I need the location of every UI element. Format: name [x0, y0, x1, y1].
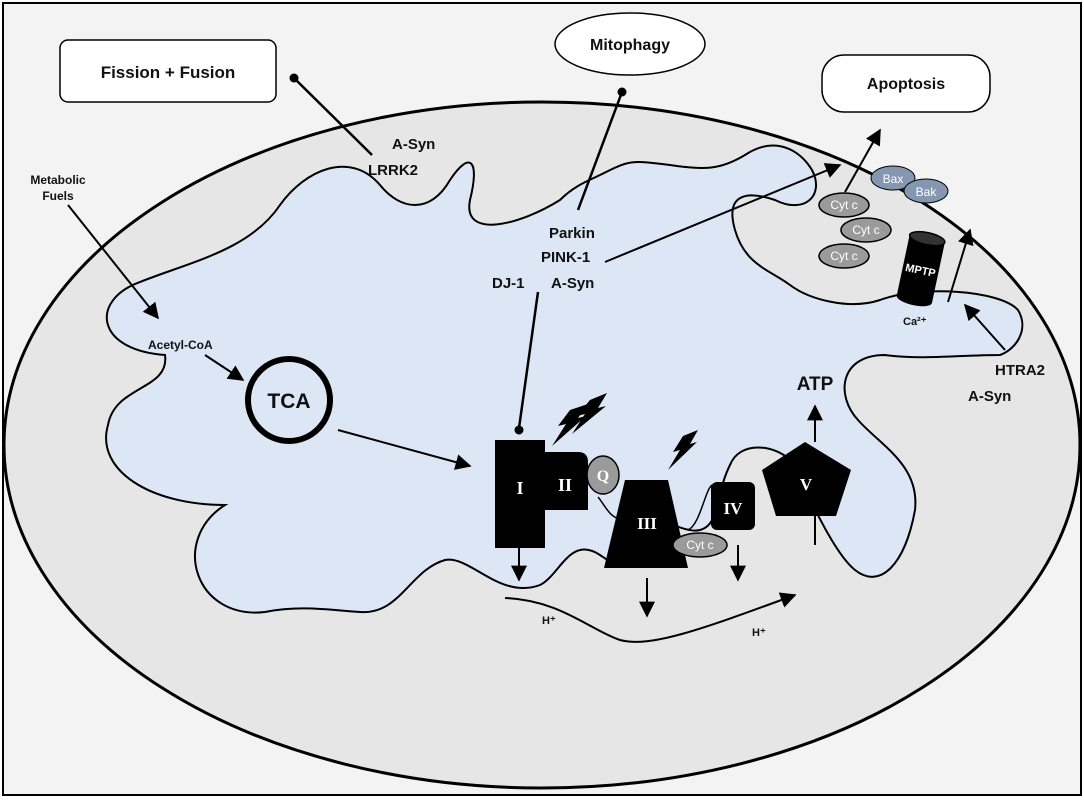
mitophagy-connector [576, 87, 627, 211]
cyt-c-2: Cyt c [840, 217, 892, 243]
mptp-pore: MPTP [896, 230, 946, 307]
proton-gradient-arrow [504, 592, 797, 643]
mitophagy-box: Mitophagy [554, 12, 706, 76]
etc-membrane-line-2 [687, 484, 713, 531]
parkin-label: Parkin [549, 225, 595, 242]
a-syn-top-label: A-Syn [392, 136, 435, 153]
complex-v-label: V [800, 475, 813, 494]
htra2-arrow [963, 303, 1006, 351]
apoptosis-box: Apoptosis [821, 54, 991, 113]
cytc-apoptosis-arrow [844, 128, 881, 193]
tca-cycle: TCA [245, 356, 333, 444]
atp-label: ATP [797, 374, 834, 395]
h-plus-left-label: H⁺ [542, 615, 556, 627]
bak-protein: Bak [903, 178, 949, 204]
fission-fusion-label: Fission + Fusion [101, 63, 236, 82]
complex-ii-label: II [558, 475, 572, 495]
bax-protein: Bax [870, 165, 916, 191]
h-plus-right-label: H⁺ [752, 627, 766, 639]
a-syn-right-label: A-Syn [968, 388, 1011, 405]
dj1-label: DJ-1 [492, 275, 525, 292]
a-syn-mid-label: A-Syn [551, 275, 594, 292]
coenzyme-q-label: Q [597, 468, 609, 485]
complex-iv: IV [711, 482, 755, 530]
mptp-out-arrow [947, 228, 974, 303]
cyt-c-3-label: Cyt c [830, 249, 857, 263]
ros-lightning-icon-3 [668, 430, 698, 470]
bak-label: Bak [916, 185, 938, 199]
complex-i-label: I [516, 478, 523, 498]
cyt-c-1-label: Cyt c [830, 198, 857, 212]
fission-fusion-box: Fission + Fusion [59, 39, 277, 103]
cyt-c-etc-label: Cyt c [686, 538, 713, 552]
complex-iii: III [604, 480, 688, 568]
acetyl-coa-label: Acetyl-CoA [148, 338, 213, 352]
cyt-c-3: Cyt c [818, 243, 870, 269]
metabolic-fuels-label-2: Fuels [42, 189, 74, 203]
fission-connector [289, 73, 373, 156]
lrrk2-label: LRRK2 [368, 162, 418, 179]
tca-label: TCA [267, 390, 310, 413]
htra2-label: HTRA2 [995, 362, 1045, 379]
metabolic-fuels-label-1: Metabolic [30, 173, 86, 187]
ros-lightning-icon-2 [572, 393, 607, 434]
dj1-connector [514, 291, 540, 435]
cyt-c-1: Cyt c [818, 192, 870, 218]
tca-to-etc-arrow [337, 429, 472, 470]
complex-iii-label: III [637, 514, 657, 533]
complex-i: I [495, 440, 545, 548]
acetyl-coa-arrow [204, 354, 245, 381]
complex-iv-label: IV [724, 499, 744, 518]
apoptosis-label: Apoptosis [867, 76, 945, 93]
metabolic-fuels-arrow [67, 204, 159, 320]
mitophagy-label: Mitophagy [590, 37, 670, 54]
cyt-c-2-label: Cyt c [852, 223, 879, 237]
ca2-label: Ca²⁺ [903, 316, 927, 328]
bax-label: Bax [883, 172, 904, 186]
pink1-apoptosis-arrow [604, 163, 842, 263]
complex-ii: II [545, 452, 588, 510]
cyt-c-etc: Cyt c [672, 532, 728, 558]
coenzyme-q: Q [586, 455, 620, 495]
pink1-label: PINK-1 [541, 249, 590, 266]
complex-v: V [762, 442, 851, 516]
